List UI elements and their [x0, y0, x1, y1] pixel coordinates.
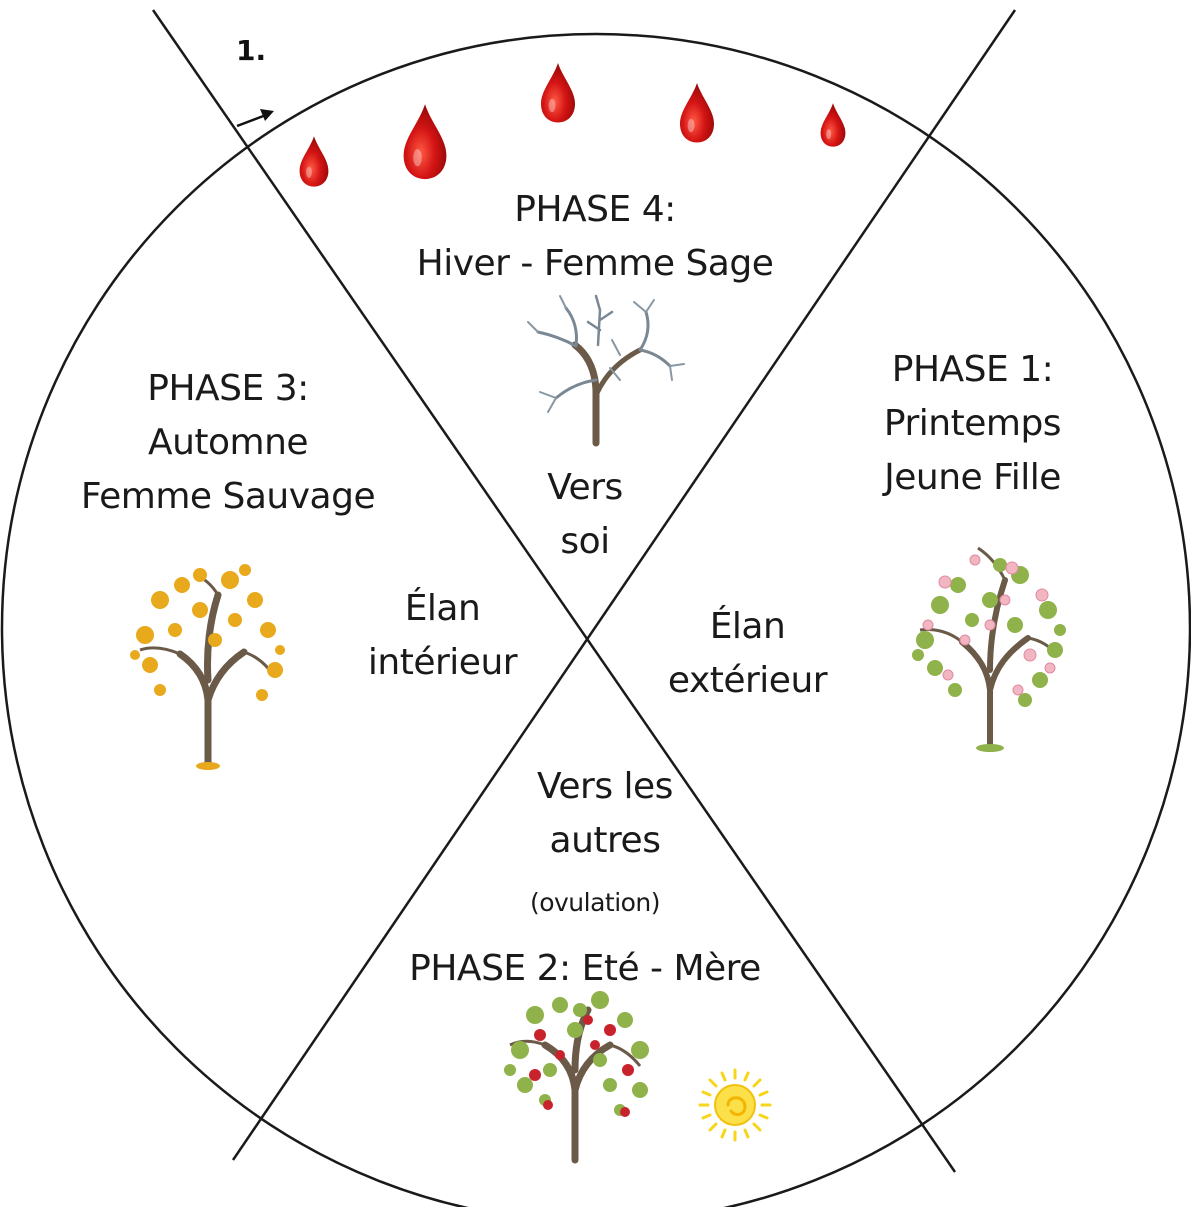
autumn-tree-icon: [130, 564, 285, 770]
direction-right-label: Élan extérieur: [640, 600, 855, 708]
phase2-label: PHASE 2: Eté - Mère: [370, 942, 800, 996]
arrow-icon: [236, 109, 274, 128]
direction-top-line1: Vers: [547, 467, 623, 508]
blood-drop-icon: [820, 103, 846, 147]
blood-drop-icon: [299, 136, 329, 187]
direction-right-line2: extérieur: [667, 660, 828, 701]
divider-line-2: [231, 9, 1017, 1161]
phase3-title: PHASE 3:: [147, 368, 309, 409]
phase3-archetype: Femme Sauvage: [80, 476, 376, 517]
bare-tree-icon: [527, 294, 685, 447]
direction-top-line2: soi: [560, 521, 610, 562]
direction-left-line1: Élan: [404, 588, 481, 629]
phase4-title: PHASE 4:: [514, 189, 676, 230]
phase1-archetype: Jeune Fille: [884, 457, 1061, 498]
phase1-season: Printemps: [883, 403, 1062, 444]
step-marker: 1.: [236, 34, 267, 67]
apple-tree-icon: [504, 991, 649, 1164]
blood-drop-icon: [403, 104, 447, 180]
phase4-subtitle: Hiver - Femme Sage: [416, 243, 774, 284]
phase1-label: PHASE 1: Printemps Jeune Fille: [855, 343, 1090, 505]
divider-line-1: [151, 9, 957, 1173]
sun-icon: [698, 1068, 772, 1142]
cycle-circle: [0, 32, 1191, 1207]
blossom-tree-icon: [912, 546, 1066, 752]
phase3-label: PHASE 3: Automne Femme Sauvage: [68, 362, 388, 524]
blood-drop-icon: [541, 63, 575, 123]
direction-top-label: Vers soi: [510, 461, 660, 569]
direction-right-line1: Élan: [709, 606, 786, 647]
phase2-title: PHASE 2: Eté - Mère: [409, 948, 761, 989]
direction-left-line2: intérieur: [367, 642, 518, 683]
direction-bottom-line2: autres: [549, 820, 661, 861]
direction-bottom-line1: Vers les: [537, 766, 673, 807]
blood-drop-icon: [680, 83, 714, 143]
ovulation-note: (ovulation): [529, 888, 661, 917]
direction-left-label: Élan intérieur: [340, 582, 545, 690]
phase4-label: PHASE 4: Hiver - Femme Sage: [380, 183, 810, 291]
phase3-season: Automne: [147, 422, 309, 463]
phase1-title: PHASE 1:: [891, 349, 1054, 390]
direction-bottom-label: Vers les autres: [490, 760, 720, 868]
